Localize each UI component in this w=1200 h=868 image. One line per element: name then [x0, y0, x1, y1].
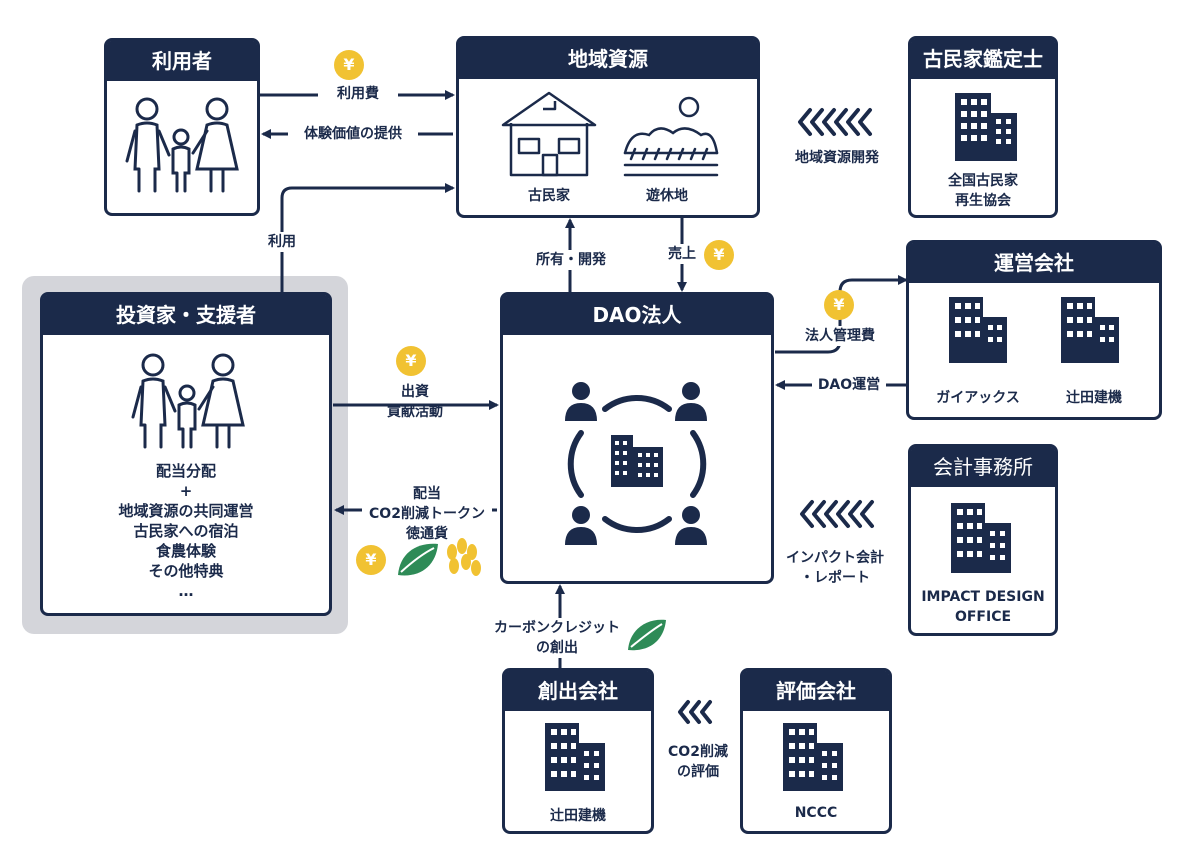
creator-building-icon	[545, 723, 605, 791]
operator-org1: ガイアックス	[936, 390, 1020, 406]
label-dao-ops: DAO運営	[812, 375, 886, 395]
node-resource-title: 地域資源	[459, 39, 757, 79]
node-accounting: 会計事務所 IMPACT DESIGN OFFICE	[908, 444, 1058, 636]
benefit-item: …	[178, 582, 194, 600]
label-resource-dev: 地域資源開発	[795, 150, 879, 166]
benefit-item: +	[179, 482, 193, 500]
node-appraiser-title: 古民家鑑定士	[911, 39, 1055, 79]
operator-org2: 辻田建機	[1066, 390, 1122, 406]
resource-illustrations	[501, 91, 719, 177]
node-resource: 地域資源 古民家 遊休地	[456, 36, 760, 218]
node-investor: 投資家・支援者 配当分配 + 地域資源の共同運営 古民家への宿泊 食農体験 その…	[40, 292, 332, 616]
node-appraiser: 古民家鑑定士 全国古民家 再生協会	[908, 36, 1058, 218]
flow-use	[280, 183, 455, 292]
label-invest: 出資 貢献活動	[387, 384, 443, 420]
label-dividend: 配当 CO2削減トークン 徳通貨	[362, 484, 492, 544]
node-accounting-title: 会計事務所	[911, 447, 1055, 487]
accounting-org: IMPACT DESIGN OFFICE	[921, 589, 1045, 625]
fallow-land-icon	[623, 96, 719, 177]
chevrons-resource-dev	[798, 108, 872, 136]
benefit-item: その他特典	[148, 562, 224, 580]
node-user-title: 利用者	[107, 41, 257, 81]
label-sales: 売上	[662, 244, 702, 264]
chevrons-co2-eval	[678, 700, 712, 724]
investor-family-icon	[131, 353, 245, 449]
operator-buildings	[949, 297, 1119, 363]
house-label: 古民家	[528, 188, 570, 204]
yen-coin-dividend: ¥	[356, 545, 386, 575]
house-icon	[501, 91, 597, 177]
label-usage-fee: 利用費	[318, 84, 398, 104]
node-user: 利用者	[104, 38, 260, 216]
node-creator-title: 創出会社	[505, 671, 651, 711]
person-icons	[565, 382, 707, 545]
node-evaluator-title: 評価会社	[743, 671, 889, 711]
node-investor-title: 投資家・支援者	[43, 295, 329, 335]
label-impact: インパクト会計 ・レポート	[786, 550, 884, 586]
benefit-item: 古民家への宿泊	[133, 522, 239, 540]
creator-org: 辻田建機	[550, 808, 606, 824]
node-dao-title: DAO法人	[503, 295, 771, 335]
accounting-building-icon	[951, 503, 1011, 573]
benefit-item: 食農体験	[155, 542, 216, 560]
label-co2-eval: CO2削減 の評価	[668, 744, 728, 780]
yen-coin-sales: ¥	[704, 240, 734, 270]
node-dao: DAO法人	[500, 292, 774, 584]
appraiser-org: 全国古民家 再生協会	[948, 173, 1018, 209]
label-own-develop: 所有・開発	[532, 250, 610, 270]
yen-coin-mgmt-fee: ¥	[824, 290, 854, 320]
label-carbon: カーボンクレジット の創出	[482, 618, 632, 658]
family-icon	[125, 97, 239, 193]
yen-coin-usage-fee: ¥	[334, 50, 364, 80]
node-evaluator: 評価会社 NCCC	[740, 668, 892, 834]
benefit-item: 配当分配	[155, 462, 216, 480]
chevrons-impact	[800, 500, 874, 528]
evaluator-building-icon	[783, 723, 843, 791]
benefit-item: 地域資源の共同運営	[118, 502, 254, 520]
yen-coin-invest: ¥	[396, 346, 426, 376]
node-operator-title: 運営会社	[909, 243, 1159, 283]
building-icon	[955, 93, 1017, 161]
label-experience: 体験価値の提供	[288, 124, 418, 144]
dao-network-icon	[565, 382, 707, 545]
node-creator: 創出会社 辻田建機	[502, 668, 654, 834]
label-mgmt-fee: 法人管理費	[790, 326, 890, 346]
label-use: 利用	[258, 232, 306, 252]
evaluator-org: NCCC	[794, 805, 838, 821]
land-label: 遊休地	[646, 188, 688, 204]
node-operator: 運営会社 ガイアックス 辻田建機	[906, 240, 1162, 420]
